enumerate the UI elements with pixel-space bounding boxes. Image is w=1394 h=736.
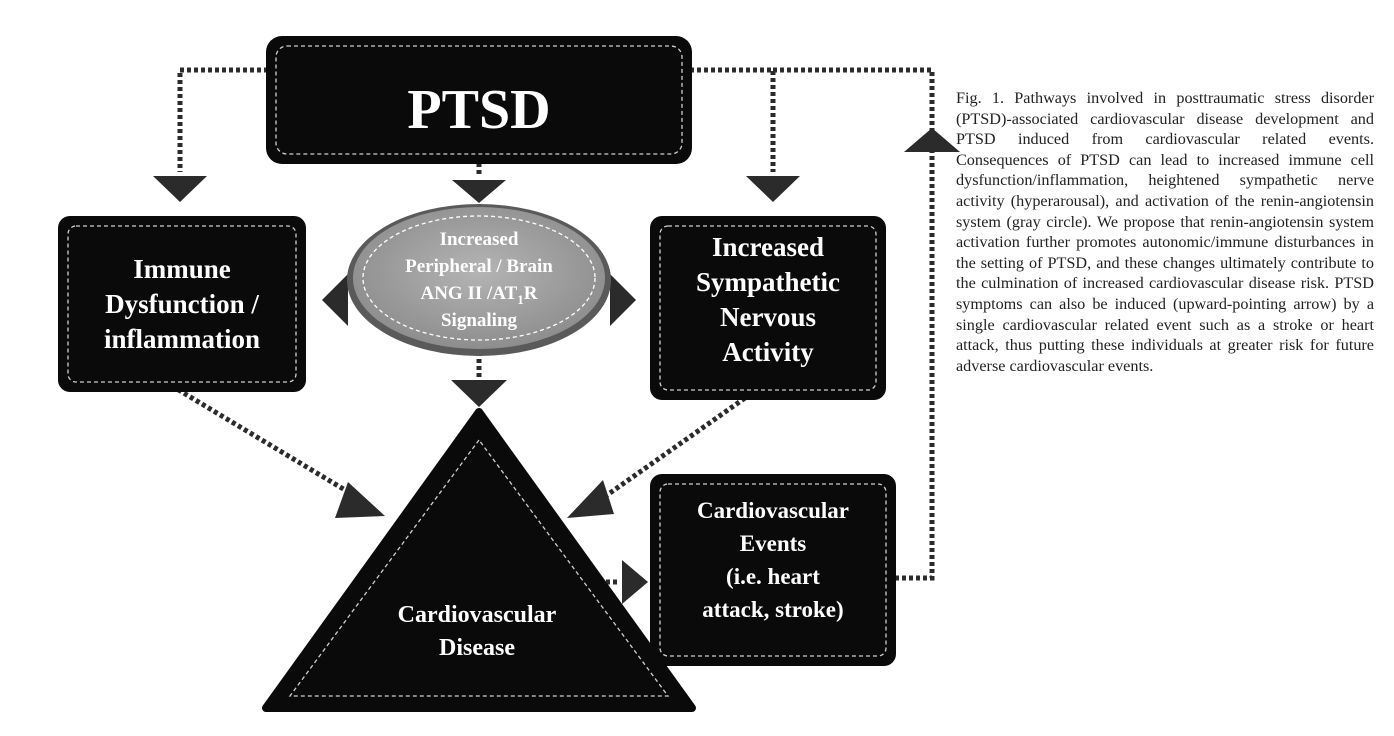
arrow-cvd-to-events (622, 560, 648, 604)
events-box: Cardiovascular Events (i.e. heart attack… (650, 474, 896, 666)
arrow-ang-to-immune (322, 274, 348, 326)
connector-sympathetic-to-cvd (598, 395, 747, 503)
arrow-into-immune (153, 176, 207, 202)
arrow-sympathetic-to-cvd (567, 480, 614, 518)
connector-ptsd-right-loop (773, 67, 935, 150)
connector-events-to-ptsd (895, 150, 935, 581)
arrow-ptsd-to-ang (452, 180, 506, 203)
cvd-line-1: Cardiovascular (398, 602, 557, 628)
sympathetic-line-3: Nervous (720, 302, 816, 332)
events-line-3: (i.e. heart (726, 564, 820, 589)
events-line-4: attack, stroke) (702, 597, 843, 622)
ang-line-3-subscript: 1 (517, 292, 524, 307)
immune-line-1: Immune (133, 254, 231, 284)
immune-line-3: inflammation (104, 324, 260, 354)
events-line-2: Events (740, 531, 807, 556)
ang-line-2: Peripheral / Brain (405, 256, 553, 277)
sympathetic-line-2: Sympathetic (696, 267, 840, 297)
immune-box: Immune Dysfunction / inflammation (58, 216, 306, 392)
ang-ellipse: Increased Peripheral / Brain ANG II /AT1… (347, 204, 611, 356)
figure-caption: Fig. 1. Pathways involved in posttraumat… (956, 89, 1374, 375)
ang-line-4: Signaling (441, 310, 518, 331)
events-line-1: Cardiovascular (697, 498, 849, 523)
connector-ptsd-to-immune (177, 67, 268, 172)
arrow-up-to-ptsd (904, 128, 960, 152)
ang-line-3-end: R (524, 283, 538, 304)
ptsd-box: PTSD (266, 36, 692, 164)
sympathetic-line-4: Activity (722, 337, 814, 367)
ptsd-label: PTSD (407, 79, 550, 141)
connector-ptsd-to-sympathetic (690, 67, 776, 172)
ang-line-3-main: ANG II /AT (420, 283, 517, 304)
ang-line-1: Increased (440, 229, 519, 250)
arrow-ang-to-sympathetic (610, 274, 636, 326)
arrow-into-sympathetic (746, 176, 800, 202)
sympathetic-box: Increased Sympathetic Nervous Activity (650, 216, 886, 400)
connector-immune-to-cvd (170, 383, 357, 499)
arrow-immune-to-cvd (335, 482, 385, 518)
immune-line-2: Dysfunction / (105, 289, 259, 319)
sympathetic-line-1: Increased (712, 232, 824, 262)
cvd-triangle: Cardiovascular Disease (262, 408, 696, 712)
cvd-line-2: Disease (439, 635, 515, 661)
arrow-ang-to-cvd (451, 380, 507, 407)
ang-line-3: ANG II /AT1R (420, 283, 537, 307)
